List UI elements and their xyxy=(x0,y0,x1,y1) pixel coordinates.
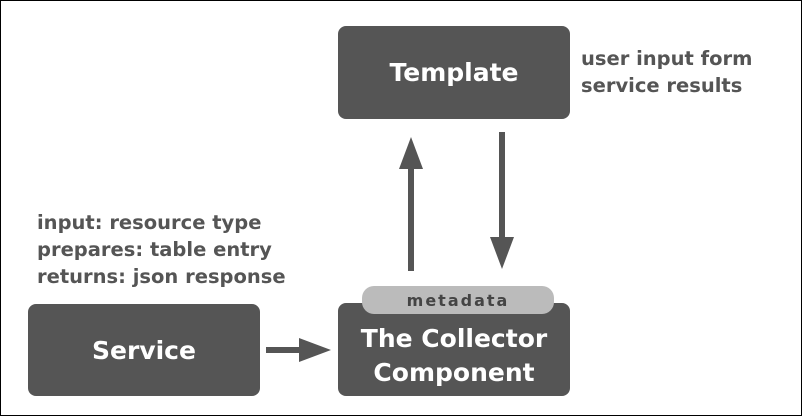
metadata-label: metadata xyxy=(406,290,510,310)
service-notes: input: resource type prepares: table ent… xyxy=(37,209,286,290)
metadata-pill: metadata xyxy=(362,286,554,314)
template-box: Template xyxy=(338,26,570,119)
arrow-down-to-collector xyxy=(490,132,514,269)
collector-label-line-2: Component xyxy=(373,357,535,387)
service-box: Service xyxy=(28,304,260,396)
template-label: Template xyxy=(389,58,519,87)
template-note-line-2: service results xyxy=(581,74,743,97)
template-note-line-1: user input form xyxy=(581,47,753,70)
arrow-up-to-template xyxy=(399,137,423,271)
service-note-line-2: prepares: table entry xyxy=(37,238,272,261)
service-note-line-1: input: resource type xyxy=(37,211,262,234)
arrow-right-to-collector xyxy=(266,338,331,362)
collector-label-line-1: The Collector xyxy=(360,323,548,353)
collector-component-box: The Collector Component xyxy=(338,303,570,396)
service-label: Service xyxy=(92,335,196,365)
template-notes: user input form service results xyxy=(581,45,752,99)
service-note-line-3: returns: json response xyxy=(37,265,286,288)
